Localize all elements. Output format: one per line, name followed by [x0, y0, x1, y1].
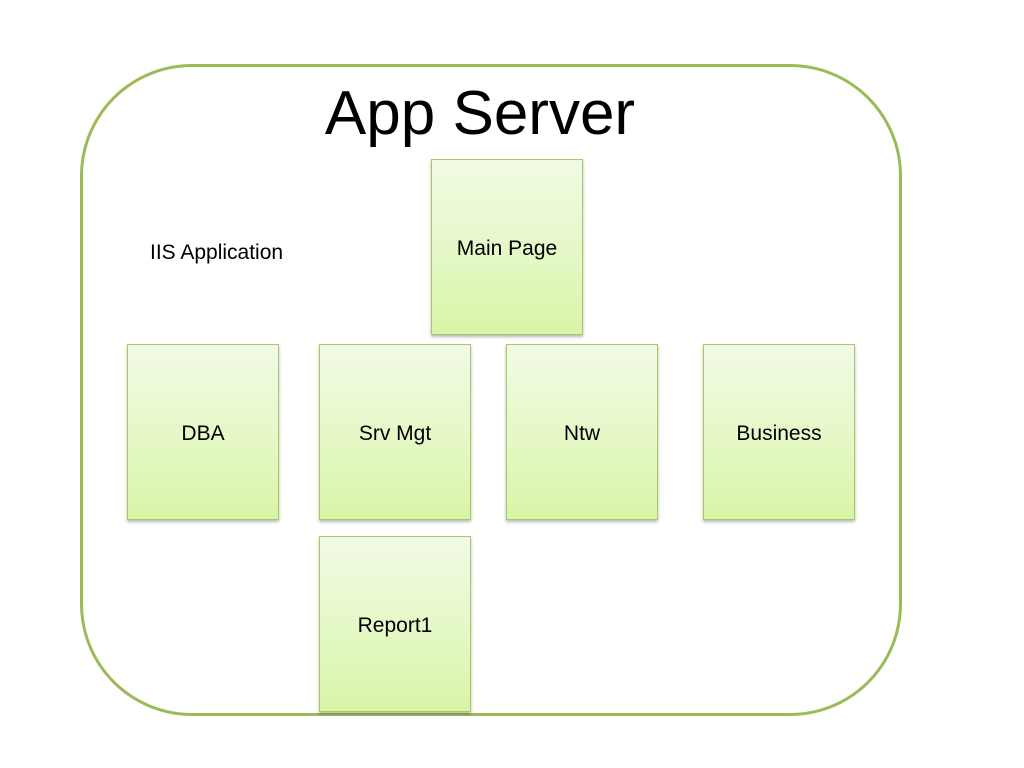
node-ntw: Ntw — [506, 344, 658, 520]
node-label: Srv Mgt — [358, 422, 432, 445]
iis-application-label: IIS Application — [150, 241, 284, 264]
node-main-page: Main Page — [431, 159, 583, 335]
node-label: Main Page — [456, 237, 558, 260]
node-label: Business — [736, 422, 822, 445]
diagram-title: App Server — [324, 79, 636, 148]
node-srv-mgt: Srv Mgt — [319, 344, 471, 520]
node-report1: Report1 — [319, 536, 471, 712]
node-label: Report1 — [357, 614, 433, 637]
node-business: Business — [703, 344, 855, 520]
node-label: DBA — [181, 422, 225, 445]
node-dba: DBA — [127, 344, 279, 520]
node-label: Ntw — [563, 422, 601, 445]
